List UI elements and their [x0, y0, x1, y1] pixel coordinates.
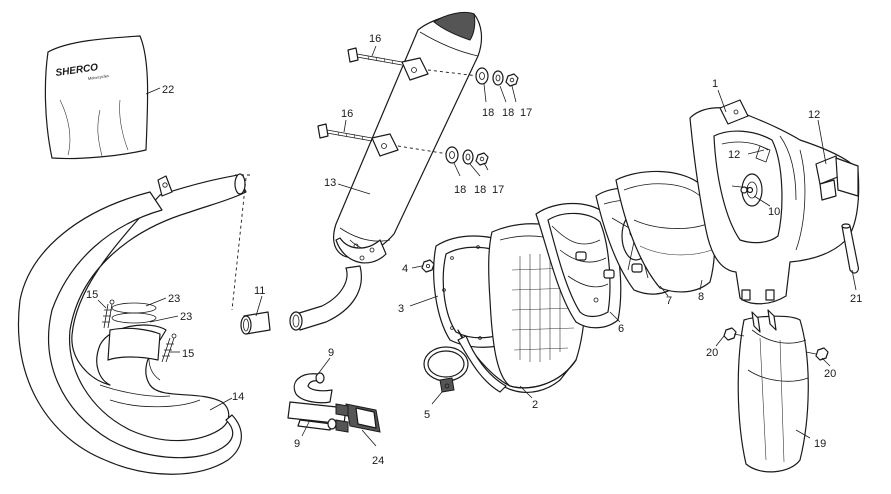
brand-logo-subtext: Motorcycles	[87, 73, 109, 81]
part-15-spring-right	[161, 333, 177, 363]
callout-1: 1	[712, 78, 718, 90]
part-24-valve	[335, 403, 381, 433]
part-11-sleeve	[240, 311, 271, 335]
callout-16-lower: 16	[341, 108, 353, 120]
callout-15-right: 15	[182, 348, 194, 360]
callout-13: 13	[324, 177, 336, 189]
callout-12-left: 12	[728, 149, 740, 161]
callout-11: 11	[254, 285, 265, 297]
part-17-nut-upper	[505, 73, 519, 87]
axis-line-upper	[427, 69, 479, 77]
callout-3: 3	[398, 303, 404, 315]
callout-24: 24	[372, 455, 384, 467]
callout-12-right: 12	[808, 109, 820, 121]
callout-22: 22	[162, 84, 174, 96]
part-17-nut-lower	[475, 152, 489, 166]
part-18-grommet-lower-1	[445, 146, 459, 164]
part-19-mudguard	[737, 309, 809, 473]
callout-7: 7	[666, 295, 672, 307]
part-21-tube	[841, 223, 859, 274]
callout-9-lower: 9	[294, 438, 300, 450]
callout-18-lower-1: 18	[454, 184, 466, 196]
callout-18-lower-2: 18	[474, 184, 486, 196]
callout-6: 6	[618, 323, 624, 335]
callout-8: 8	[698, 291, 704, 303]
part-1-airbox	[689, 99, 860, 305]
part-18-grommet-upper-1	[475, 67, 489, 85]
axis-line-lower	[397, 145, 449, 155]
callout-18-upper-1: 18	[482, 107, 494, 119]
callout-16-upper: 16	[369, 33, 381, 45]
part-4-screw	[421, 259, 435, 273]
part-15-spring-left	[102, 299, 115, 329]
callout-20-left: 20	[706, 347, 718, 359]
part-5-hose-clamp	[423, 346, 469, 393]
part-8-air-filter	[615, 170, 716, 293]
part-9-hose-upper	[293, 372, 333, 404]
part-18-grommet-lower-2	[462, 149, 474, 165]
part-10-screw	[746, 186, 754, 194]
callout-23-upper: 23	[168, 293, 180, 305]
part-16-bolt-upper	[347, 47, 403, 66]
part-16-bolt-lower	[317, 123, 373, 142]
leader-lines	[97, 45, 857, 447]
part-18-grommet-upper-2	[492, 70, 504, 86]
callout-15-left: 15	[86, 289, 98, 301]
callout-20-right: 20	[824, 368, 836, 380]
part-13-silencer	[289, 11, 483, 331]
callout-19: 19	[814, 438, 826, 450]
part-14-exhaust-pipe	[17, 173, 250, 475]
callout-labels: 1 2 3 4 5 6 7 8 9 9 10 11 12 12 13 14 15…	[86, 33, 862, 467]
callout-17-upper: 17	[520, 107, 532, 119]
callout-2: 2	[532, 399, 538, 411]
part-20-screw-right	[805, 347, 829, 361]
callout-23-lower: 23	[180, 311, 192, 323]
callout-10: 10	[768, 206, 780, 218]
callout-17-lower: 17	[492, 184, 504, 196]
callout-18-upper-2: 18	[502, 107, 514, 119]
part-6-frame	[535, 203, 622, 329]
part-22-bag: SHERCO Motorcycles	[44, 35, 149, 160]
callout-9-upper: 9	[328, 347, 334, 359]
callout-5: 5	[424, 409, 430, 421]
callout-14: 14	[232, 391, 244, 403]
callout-21: 21	[850, 293, 862, 305]
callout-4: 4	[402, 263, 408, 275]
